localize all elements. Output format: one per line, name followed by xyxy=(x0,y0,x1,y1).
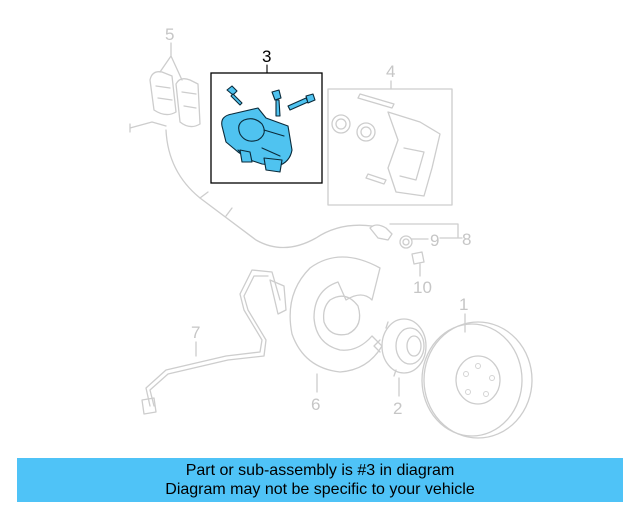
part-2-wheel-hub[interactable]: 2 xyxy=(373,318,427,418)
part-5-brake-pads[interactable]: 5 xyxy=(129,25,201,133)
part-8-sensor[interactable]: 8 xyxy=(369,223,471,249)
banner-line-1: Part or sub-assembly is #3 in diagram xyxy=(185,462,455,479)
part-10-clip[interactable]: 10 xyxy=(411,251,432,297)
abs-sensor-wire xyxy=(165,129,373,249)
caliper-bleeder-screw xyxy=(287,93,316,111)
info-banner: Part or sub-assembly is #3 in diagram Di… xyxy=(17,458,623,502)
callout-8: 8 xyxy=(462,230,471,249)
banner-line-2: Diagram may not be specific to your vehi… xyxy=(165,481,475,498)
callout-5: 5 xyxy=(165,25,174,44)
callout-1: 1 xyxy=(459,295,468,314)
part-7-brake-hose[interactable]: 7 xyxy=(141,269,287,415)
callout-7: 7 xyxy=(191,323,200,342)
caliper-frame xyxy=(210,72,323,184)
caliper-bolt-left xyxy=(226,85,243,106)
part-4-caliper-kit[interactable]: 4 xyxy=(327,62,453,206)
callout-9: 9 xyxy=(430,231,439,250)
callout-4: 4 xyxy=(386,62,395,81)
caliper-body xyxy=(221,107,293,173)
caliper-guide-pin xyxy=(271,89,282,117)
callout-2: 2 xyxy=(393,399,402,418)
part-3-brake-caliper[interactable]: 3 xyxy=(210,47,323,184)
part-1-brake-rotor[interactable]: 1 xyxy=(421,295,533,439)
part-6-backing-plate[interactable]: 6 xyxy=(289,256,383,414)
callout-3: 3 xyxy=(262,47,271,66)
part-9-bushing[interactable]: 9 xyxy=(399,231,439,250)
callout-10: 10 xyxy=(413,278,432,297)
callout-6: 6 xyxy=(311,395,320,414)
